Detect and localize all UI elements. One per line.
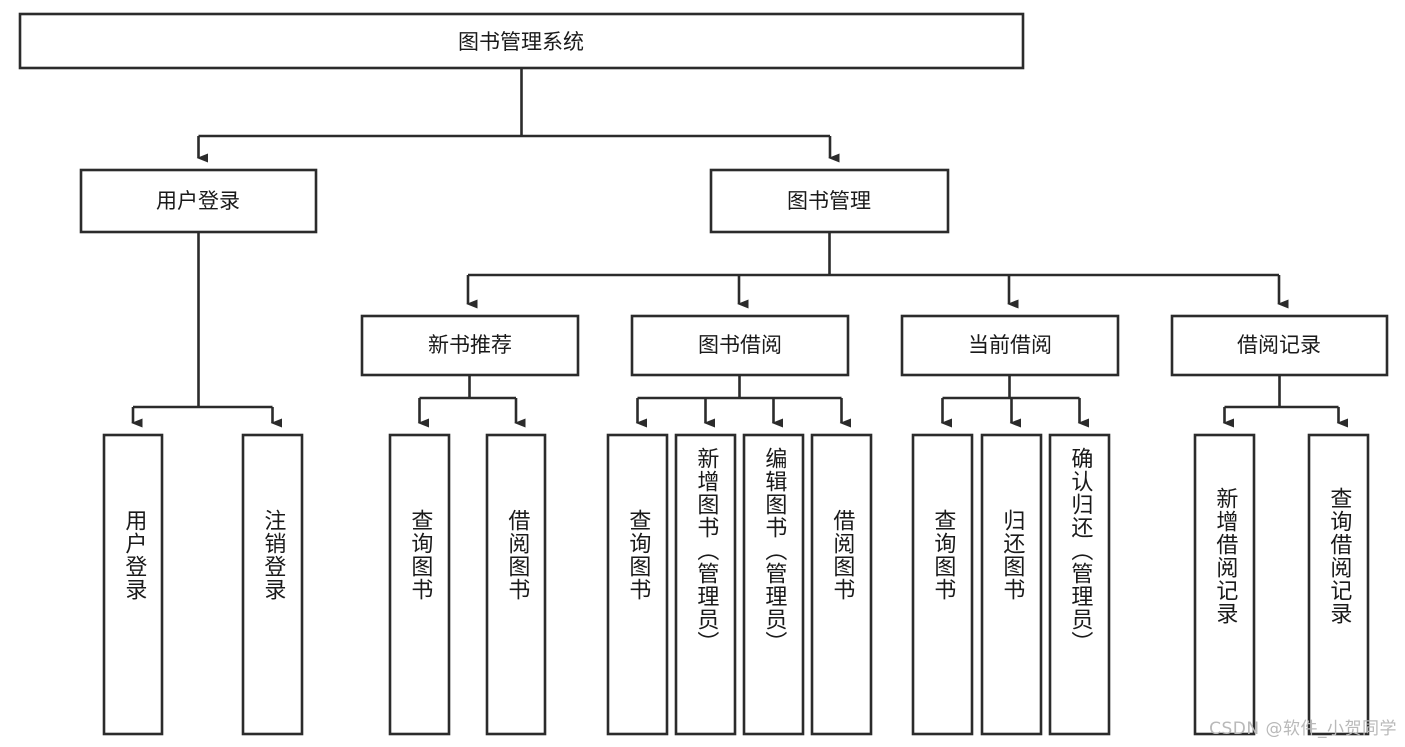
connector-layer xyxy=(131,68,1349,428)
leaf-box-confirm-return-admin[interactable] xyxy=(1048,433,1111,736)
node-current-borrow[interactable]: 当前借阅 xyxy=(900,314,1120,377)
leaf-box-query-book-borrow[interactable] xyxy=(606,433,669,736)
node-root[interactable]: 图书管理系统 xyxy=(18,12,1025,70)
leaf-box-logout-login[interactable] xyxy=(241,433,304,736)
node-borrow-record-box[interactable] xyxy=(1170,314,1389,377)
node-book-management-label: 图书管理 xyxy=(787,189,871,213)
node-layer: 图书管理系统 用户登录 图书管理 新书推荐 图书借阅 当前 xyxy=(18,12,1389,736)
node-current-borrow-box[interactable] xyxy=(900,314,1120,377)
node-book-management-box[interactable] xyxy=(709,168,950,234)
leaf-box-query-book-recommend[interactable] xyxy=(388,433,451,736)
leaf-box-borrow-book-recommend[interactable] xyxy=(485,433,547,736)
leaf-box-return-book[interactable] xyxy=(980,433,1043,736)
csdn-watermark: CSDN @软件_小贺同学 xyxy=(1209,719,1397,739)
leaf-box-add-borrow-record[interactable] xyxy=(1193,433,1256,736)
node-user-login-box[interactable] xyxy=(79,168,318,234)
node-user-login-label: 用户登录 xyxy=(156,189,240,213)
leaf-box-query-borrow-record[interactable] xyxy=(1307,433,1370,736)
node-root-label: 图书管理系统 xyxy=(458,30,584,54)
node-borrow-record-label: 借阅记录 xyxy=(1237,333,1321,357)
leaf-box-query-book-current[interactable] xyxy=(911,433,974,736)
node-new-book-recommend[interactable]: 新书推荐 xyxy=(360,314,580,377)
node-new-book-recommend-label: 新书推荐 xyxy=(428,333,512,357)
leaf-box-borrow-book[interactable] xyxy=(810,433,873,736)
node-book-borrow-label: 图书借阅 xyxy=(698,333,782,357)
node-book-borrow-box[interactable] xyxy=(630,314,850,377)
leaf-box-add-book-admin[interactable] xyxy=(674,433,737,736)
node-current-borrow-label: 当前借阅 xyxy=(968,333,1052,357)
node-user-login[interactable]: 用户登录 xyxy=(79,168,318,234)
node-borrow-record[interactable]: 借阅记录 xyxy=(1170,314,1389,377)
node-new-book-recommend-box[interactable] xyxy=(360,314,580,377)
node-book-borrow[interactable]: 图书借阅 xyxy=(630,314,850,377)
leaf-box-user-login[interactable] xyxy=(102,433,164,736)
leaf-box-edit-book-admin[interactable] xyxy=(742,433,805,736)
node-book-management[interactable]: 图书管理 xyxy=(709,168,950,234)
node-root-box[interactable] xyxy=(18,12,1025,70)
